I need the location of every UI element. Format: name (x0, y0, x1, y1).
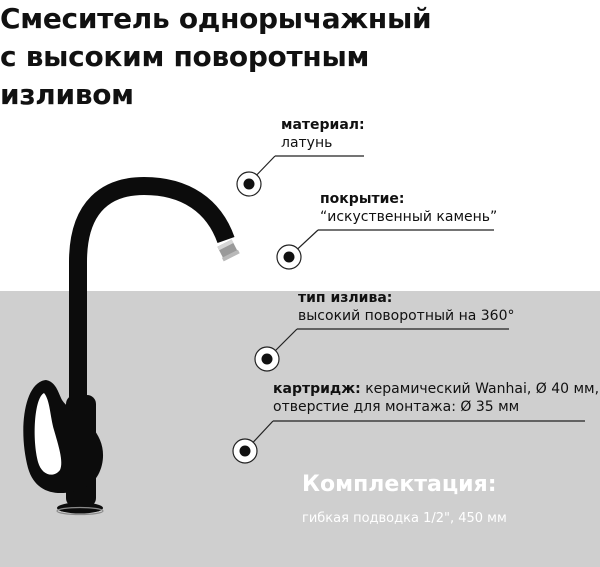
callout-cartridge (232, 420, 585, 464)
target-icon (236, 171, 262, 197)
coating-value: “искуственный камень” (320, 209, 498, 225)
title-line-1: Смеситель однорычажный (0, 2, 432, 35)
page-title: Смеситель однорычажный с высоким поворот… (0, 0, 440, 114)
target-icon (276, 244, 302, 270)
callout-material (236, 155, 364, 197)
cartridge-line-2: отверстие для монтажа: Ø 35 мм (273, 399, 520, 415)
spout-type-value: высокий поворотный на 360° (298, 308, 515, 324)
kit-item: гибкая подводка 1/2", 450 мм (302, 511, 507, 526)
title-line-3: изливом (0, 78, 134, 111)
callout-spout-type (254, 328, 509, 372)
cartridge-value: керамический Wanhai, Ø 40 мм, (360, 381, 600, 397)
cartridge-label: картридж: (273, 381, 361, 397)
faucet-image (23, 176, 240, 516)
material-label: материал: (281, 117, 365, 133)
kit-title: Комплектация: (302, 472, 497, 497)
cartridge-line-1: картридж: керамический Wanhai, Ø 40 мм, (273, 380, 599, 398)
coating-label: покрытие: (320, 191, 405, 207)
bottom-background-band (0, 291, 600, 567)
title-line-2: с высоким поворотным (0, 40, 370, 73)
target-icon (254, 346, 280, 372)
spout-type-label: тип излива: (298, 290, 393, 306)
target-icon (232, 438, 258, 464)
callout-coating (276, 229, 494, 270)
material-value: латунь (281, 135, 333, 151)
